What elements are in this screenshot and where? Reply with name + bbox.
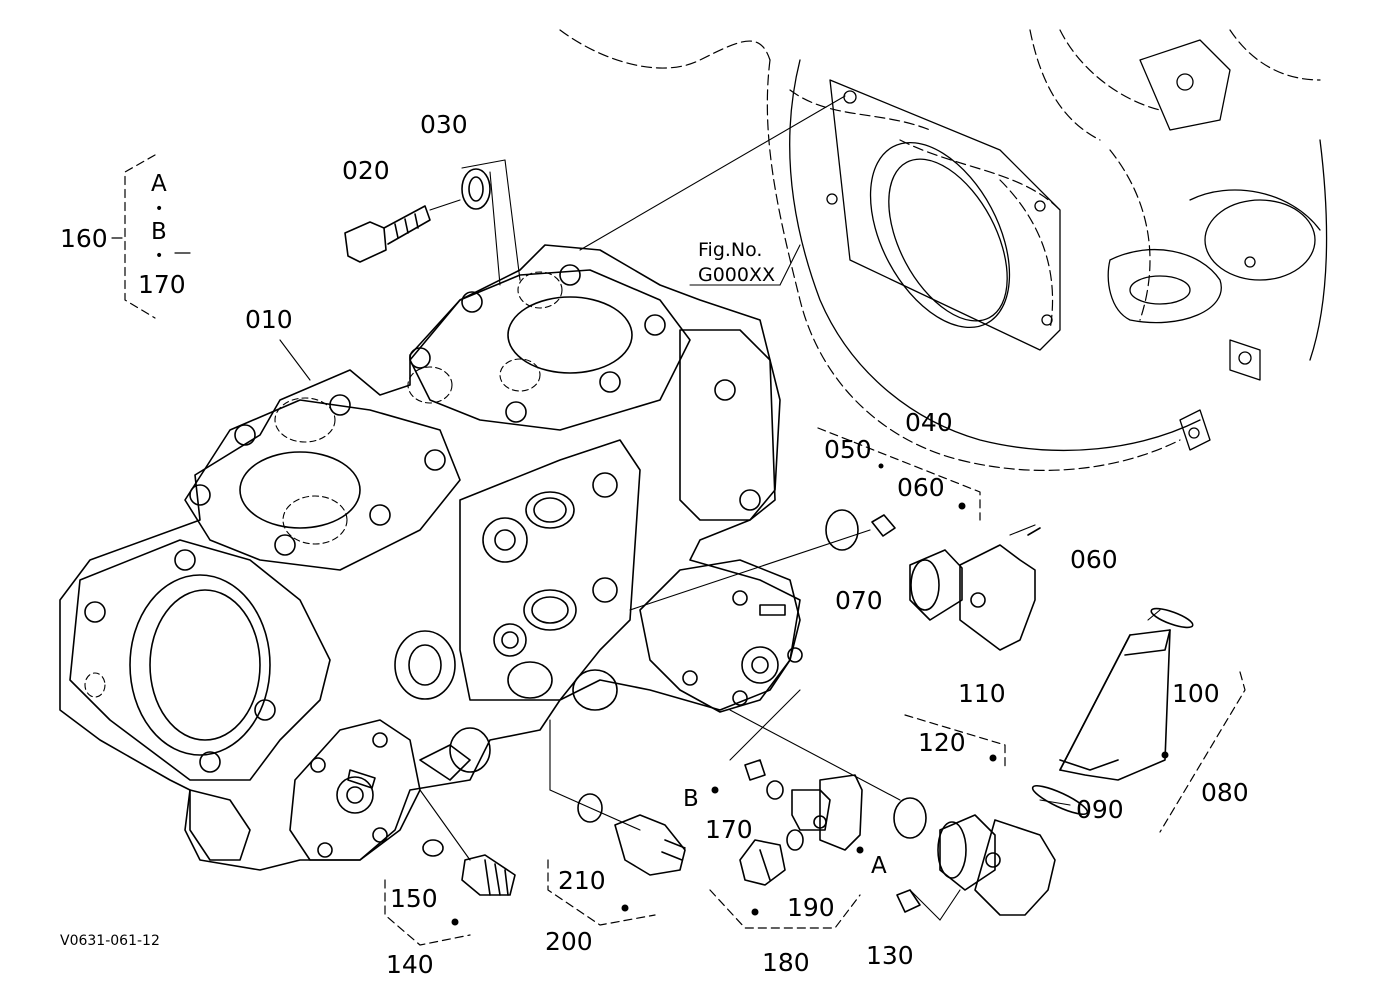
engine-housing-outline [559, 29, 1321, 471]
label-060-upper: 060 [897, 473, 945, 502]
fitting-200-drawing [577, 793, 686, 876]
label-port-b: B [683, 786, 699, 812]
label-210: 210 [558, 866, 606, 895]
reference-dots [451, 463, 1169, 926]
label-040: 040 [905, 408, 953, 437]
washer-030-drawing [461, 168, 491, 210]
figure-ref-line1: Fig.No. [698, 239, 763, 261]
drawing-code: V0631-061-12 [60, 933, 160, 949]
label-170-lower: 170 [705, 815, 753, 844]
label-030: 030 [420, 110, 468, 139]
label-110: 110 [958, 679, 1006, 708]
group-brackets [124, 154, 1246, 946]
label-group-b: B [151, 219, 167, 245]
fitting-180-drawing [739, 759, 863, 886]
label-070: 070 [835, 586, 883, 615]
fitting-140-drawing [422, 839, 516, 896]
tube-080-drawing [1031, 607, 1194, 815]
label-170-top: 170 [138, 270, 186, 299]
label-100: 100 [1172, 679, 1220, 708]
label-140: 140 [386, 950, 434, 979]
figure-ref-line2: G000XX [698, 264, 776, 286]
label-150: 150 [390, 884, 438, 913]
bullet-2: • [155, 248, 164, 264]
engine-housing-solid [788, 39, 1328, 452]
fitting-040-drawing [825, 509, 1041, 651]
label-200: 200 [545, 927, 593, 956]
label-090: 090 [1076, 795, 1124, 824]
bolt-heads [189, 264, 666, 556]
label-050: 050 [824, 435, 872, 464]
label-020: 020 [342, 156, 390, 185]
label-130: 130 [866, 941, 914, 970]
label-group-a: A [151, 171, 167, 197]
label-190: 190 [787, 893, 835, 922]
bullet-1: • [155, 201, 164, 217]
leader-lines [279, 95, 1161, 921]
label-port-a: A [871, 853, 887, 879]
fitting-110-drawing [893, 797, 1056, 916]
label-120: 120 [918, 728, 966, 757]
label-160: 160 [60, 224, 108, 253]
label-060-right: 060 [1070, 545, 1118, 574]
bolt-020-drawing [344, 205, 431, 263]
pump-body [59, 244, 803, 871]
label-180: 180 [762, 948, 810, 977]
label-010: 010 [245, 305, 293, 334]
label-080: 080 [1201, 778, 1249, 807]
